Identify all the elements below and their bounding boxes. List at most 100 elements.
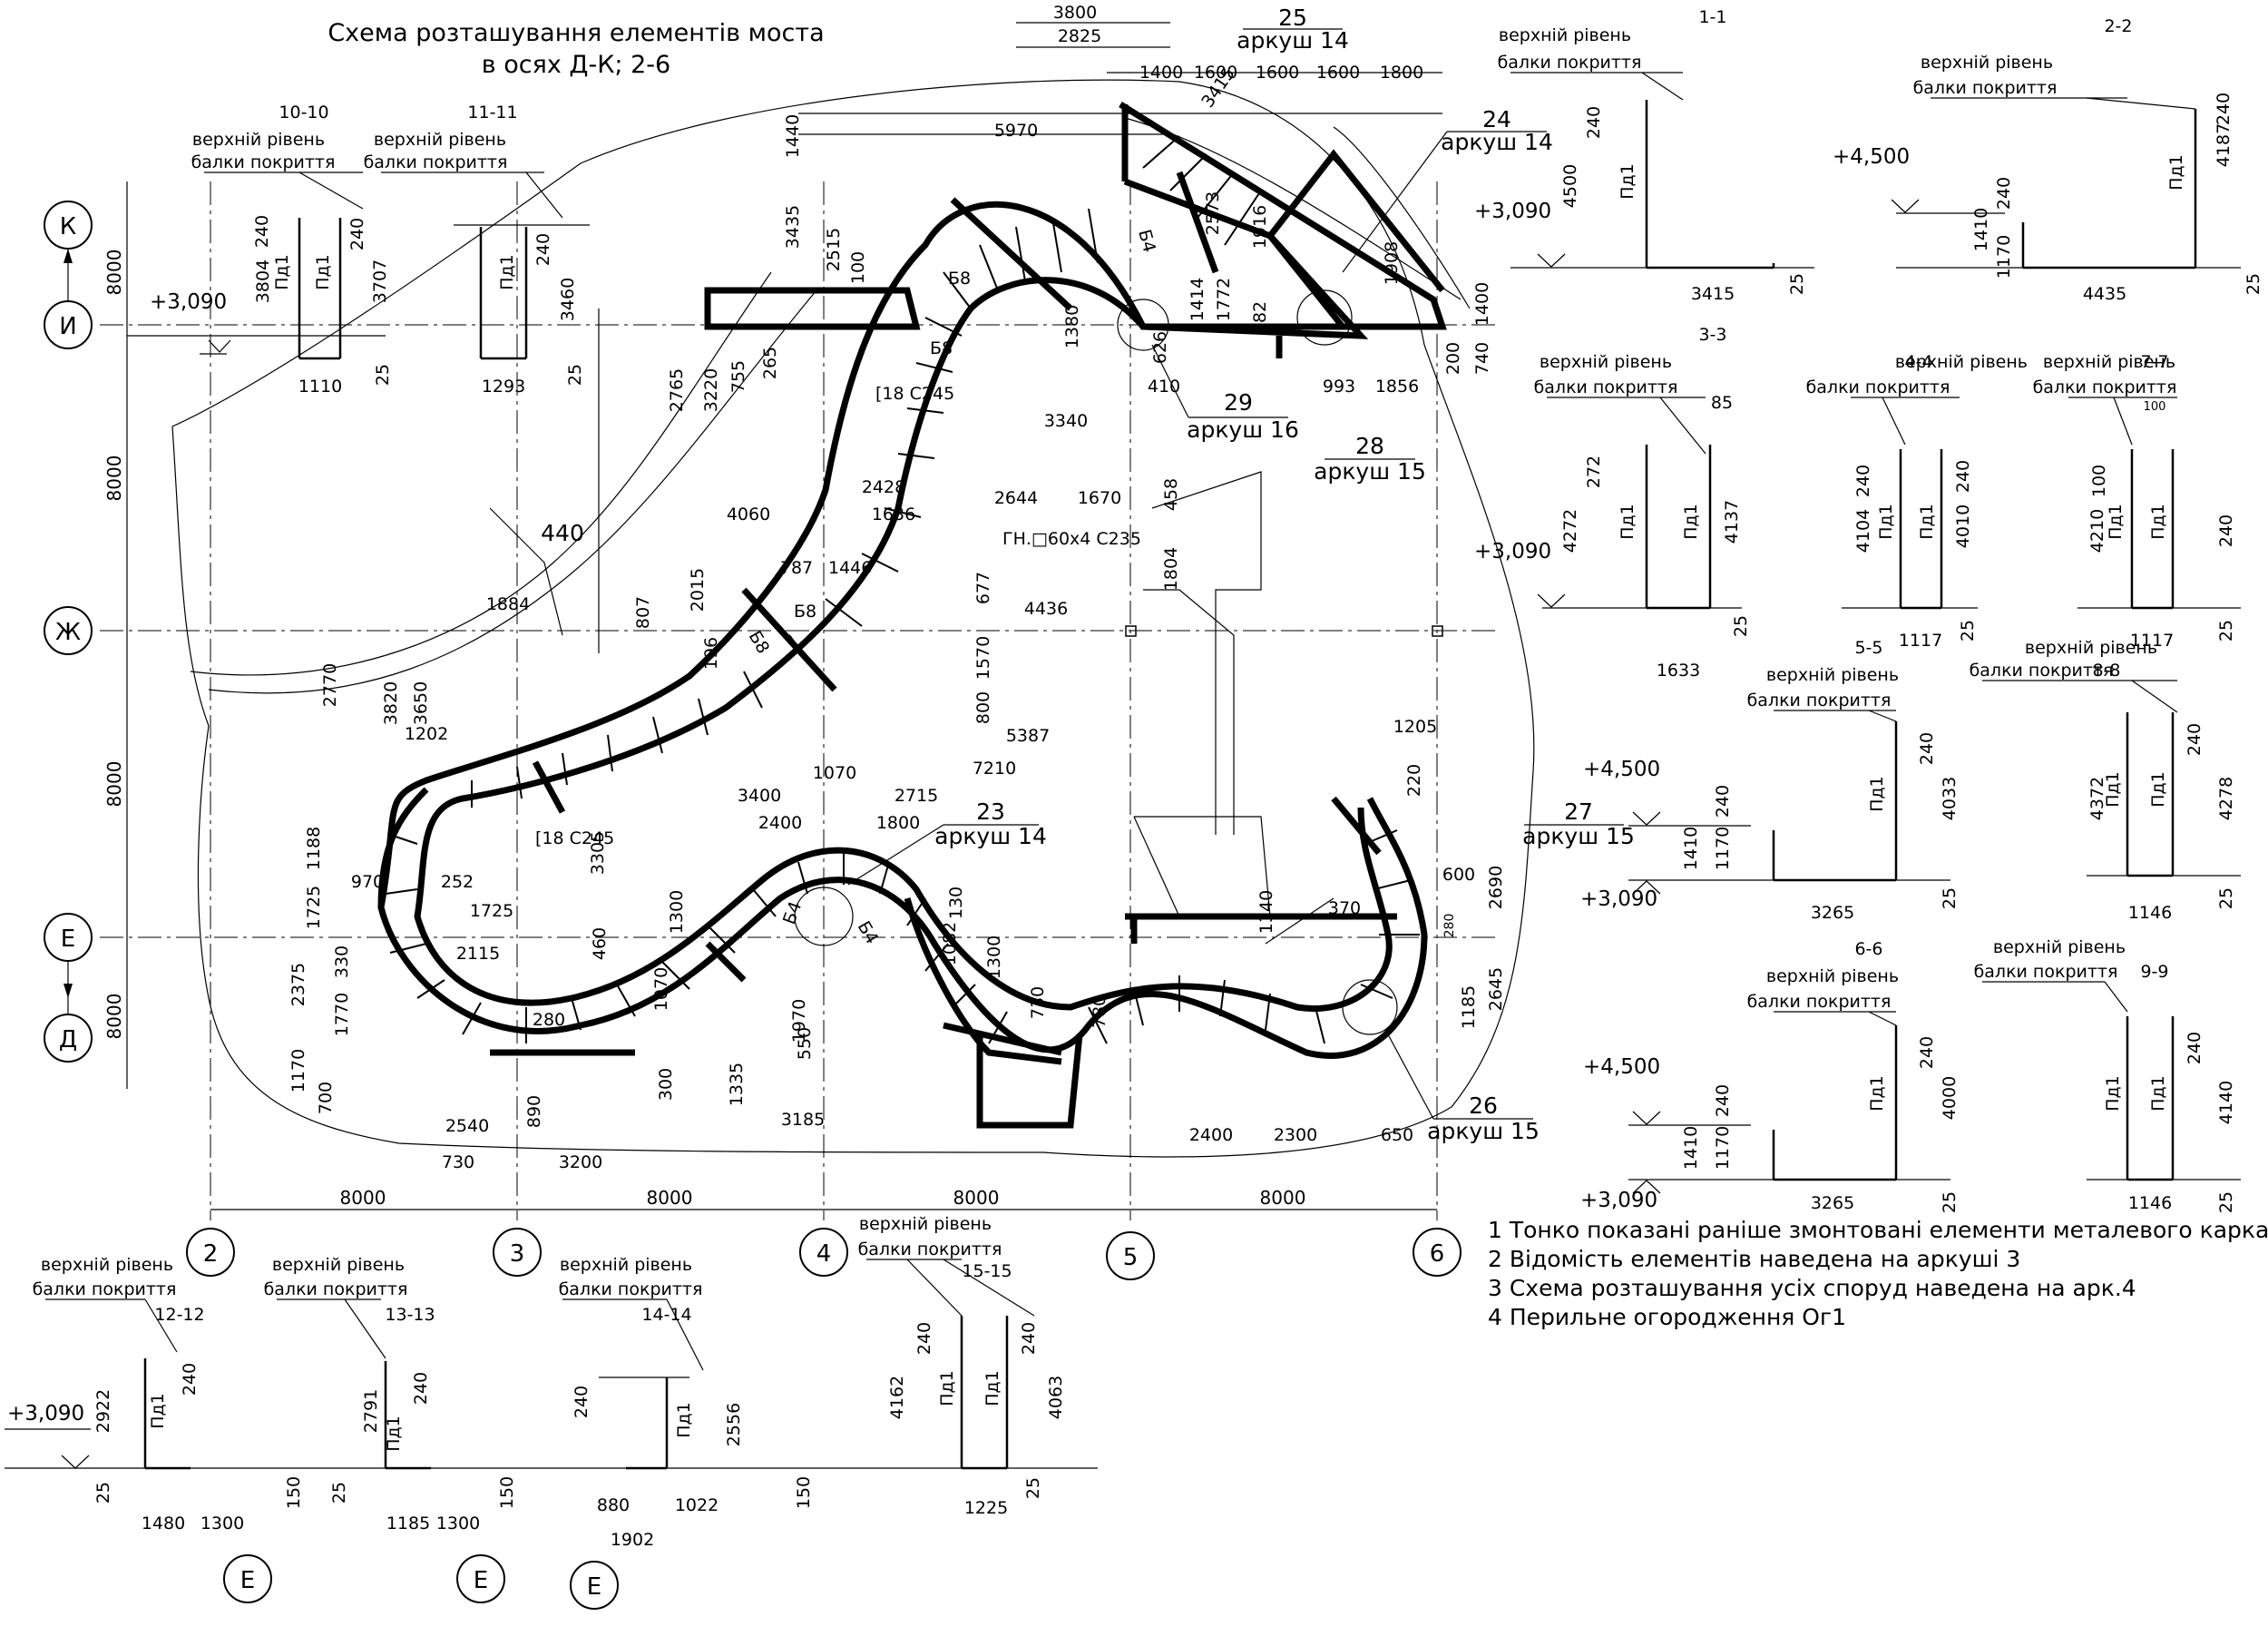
note-2: 2 Відомість елементів наведена на аркуші… [1488, 1246, 2021, 1272]
svg-text:200: 200 [1443, 342, 1463, 375]
section-14-14-id: 14-14 [641, 1305, 691, 1325]
svg-text:550: 550 [795, 1027, 815, 1060]
svg-text:3305: 3305 [588, 831, 608, 875]
svg-text:3800: 3800 [1053, 3, 1097, 23]
svg-text:верхній рівень: верхній рівень [374, 130, 506, 150]
note-1: 1 Тонко показані раніше змонтовані елеме… [1488, 1217, 2268, 1243]
svg-text:3400: 3400 [738, 786, 781, 806]
svg-text:1800: 1800 [876, 813, 920, 833]
svg-text:150: 150 [284, 1476, 304, 1509]
svg-text:балки покриття: балки покриття [33, 1279, 177, 1299]
svg-text:верхній рівень: верхній рівень [41, 1255, 173, 1275]
svg-text:240: 240 [2185, 1032, 2204, 1064]
svg-text:1293: 1293 [482, 377, 525, 397]
svg-text:1117: 1117 [2130, 631, 2174, 651]
section-5-5-id: 5-5 [1854, 638, 1882, 658]
callout-25-sheet: аркуш 14 [1237, 27, 1349, 54]
svg-text:балки покриття: балки покриття [1747, 691, 1892, 710]
section-2-2: 2-2 верхній рівень балки покриття +4,500… [1833, 16, 2263, 304]
svg-text:1300: 1300 [200, 1514, 244, 1533]
section-3-3-id: 3-3 [1698, 325, 1726, 345]
svg-text:1188: 1188 [304, 827, 324, 870]
svg-text:25: 25 [329, 1482, 349, 1504]
svg-text:1725: 1725 [470, 901, 513, 921]
left-grid-dims: 8000 8000 8000 8000 [103, 181, 128, 1089]
sheet-callouts: 25 аркуш 14 24 аркуш 14 29 аркуш 16 28 а… [847, 5, 1635, 1144]
svg-text:+4,500: +4,500 [1583, 1055, 1660, 1079]
svg-text:240: 240 [1584, 106, 1604, 139]
svg-text:2375: 2375 [288, 963, 308, 1006]
svg-text:1856: 1856 [1375, 377, 1419, 397]
axis-label-d: Д [59, 1026, 77, 1053]
svg-text:700: 700 [316, 1082, 336, 1114]
section-10-10: 10-10 верхній рівень балки покриття +3,0… [127, 103, 393, 397]
svg-text:600: 600 [1442, 865, 1475, 885]
svg-text:220: 220 [1404, 764, 1424, 797]
svg-text:ГН.□60х4 С235: ГН.□60х4 С235 [1002, 529, 1141, 549]
section-13-13-id: 13-13 [385, 1305, 435, 1325]
svg-text:2573: 2573 [1203, 191, 1223, 235]
callout-28-number: 28 [1355, 433, 1384, 459]
svg-text:1170: 1170 [1713, 827, 1733, 870]
svg-text:1570: 1570 [973, 636, 993, 680]
svg-text:25: 25 [565, 364, 585, 386]
svg-text:100: 100 [848, 251, 868, 284]
svg-text:1340: 1340 [1256, 890, 1276, 934]
svg-text:1335: 1335 [727, 1063, 747, 1106]
svg-text:807: 807 [633, 596, 653, 629]
callout-27-number: 27 [1564, 799, 1593, 825]
svg-text:2428: 2428 [862, 477, 905, 497]
svg-text:240: 240 [180, 1363, 200, 1396]
svg-text:25: 25 [1023, 1477, 1043, 1499]
svg-text:882: 882 [1250, 301, 1270, 334]
svg-text:Пд1: Пд1 [2166, 154, 2186, 191]
note-3: 3 Схема розташування усіх споруд наведен… [1488, 1275, 2136, 1301]
grid-lines [100, 181, 1497, 1220]
section-15-15-id: 15-15 [962, 1261, 1012, 1281]
svg-text:3265: 3265 [1811, 1193, 1854, 1213]
svg-text:1170: 1170 [1994, 235, 2014, 279]
svg-text:1446: 1446 [828, 558, 872, 578]
svg-text:Е: Е [474, 1567, 488, 1594]
plan-dimensions: 3800 2825 1400 1600 1600 1600 1800 5970 … [288, 3, 1506, 1172]
svg-text:3185: 3185 [781, 1110, 825, 1130]
svg-text:755: 755 [728, 360, 748, 393]
svg-text:балки покриття: балки покриття [1747, 992, 1892, 1012]
svg-text:1070: 1070 [651, 967, 671, 1011]
svg-text:3707: 3707 [370, 260, 390, 303]
callout-26-number: 26 [1469, 1092, 1498, 1119]
callout-25-number: 25 [1278, 5, 1307, 31]
svg-text:8000: 8000 [1260, 1187, 1306, 1209]
svg-text:3200: 3200 [559, 1152, 602, 1172]
svg-text:4435: 4435 [2083, 284, 2126, 304]
svg-text:+3,090: +3,090 [7, 1402, 84, 1426]
section-7-7-id: 7-7 [2140, 352, 2168, 372]
svg-text:1170: 1170 [288, 1049, 308, 1092]
svg-text:1902: 1902 [611, 1530, 654, 1550]
svg-text:Пд1: Пд1 [2148, 1075, 2168, 1112]
svg-text:1185: 1185 [386, 1514, 430, 1533]
section-4-4-id: 4-4 [1904, 352, 1932, 372]
svg-text:240: 240 [2214, 93, 2234, 125]
svg-text:650: 650 [1381, 1125, 1413, 1145]
section-11-11-id: 11-11 [467, 103, 517, 122]
svg-text:25: 25 [2216, 620, 2236, 642]
svg-text:балки покриття: балки покриття [1974, 962, 2118, 982]
svg-text:1082: 1082 [940, 922, 960, 965]
svg-text:25: 25 [2216, 1191, 2236, 1213]
svg-text:2690: 2690 [1486, 866, 1506, 909]
svg-text:1600: 1600 [1256, 63, 1299, 83]
svg-text:1205: 1205 [1393, 717, 1437, 737]
svg-text:Пд1: Пд1 [1876, 504, 1896, 540]
svg-text:верхній рівень: верхній рівень [1993, 937, 2126, 957]
svg-text:1185: 1185 [1459, 985, 1479, 1029]
svg-text:верхній рівень: верхній рівень [272, 1255, 405, 1275]
svg-text:верхній рівень: верхній рівень [859, 1214, 992, 1234]
svg-text:верхній рівень: верхній рівень [1921, 53, 2053, 73]
svg-text:1670: 1670 [1078, 488, 1121, 508]
svg-text:1600: 1600 [1194, 63, 1237, 83]
svg-text:1414: 1414 [1188, 278, 1207, 321]
svg-text:3220: 3220 [701, 368, 721, 412]
svg-text:100: 100 [2144, 400, 2166, 414]
svg-text:272: 272 [1584, 456, 1604, 488]
